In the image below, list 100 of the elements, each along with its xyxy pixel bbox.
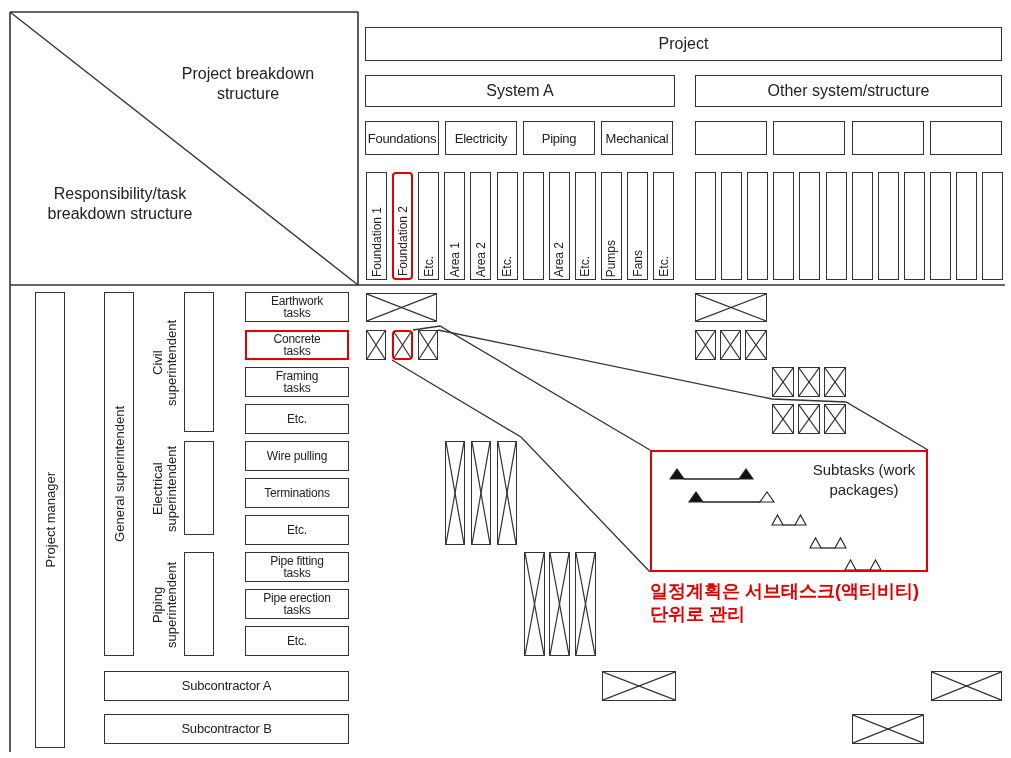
header-box [601, 121, 673, 155]
task-label: Etc. [286, 524, 308, 536]
column-label: Foundation 2 [395, 205, 410, 276]
crossed-cell [824, 367, 846, 397]
header-box [930, 121, 1002, 155]
crossed-cell [798, 367, 820, 397]
column-box [444, 172, 466, 280]
header-label: Mechanical [605, 130, 669, 146]
task-box [245, 626, 349, 656]
task-label: Earthwork tasks [269, 295, 325, 319]
header-box [773, 121, 845, 155]
header-box [695, 75, 1002, 107]
column-box [392, 172, 414, 280]
column-box [522, 172, 544, 280]
column-box [418, 172, 440, 280]
column-label: Etc. [656, 256, 671, 277]
header-box [695, 121, 767, 155]
crossed-cell [445, 441, 465, 545]
column-box [799, 172, 821, 280]
column-box [600, 172, 622, 280]
task-box [245, 292, 349, 322]
crossed-cell [497, 441, 517, 545]
crossed-cell [745, 330, 767, 360]
panel-title: Subtasks (work packages) [811, 460, 917, 500]
column-box [877, 172, 899, 280]
crossed-cell [549, 552, 570, 656]
task-box [104, 671, 349, 701]
column-box [548, 172, 570, 280]
role-label: Piping superintendent [151, 561, 179, 650]
crossed-cell [524, 552, 545, 656]
crossed-cell [695, 293, 767, 322]
crossed-cell [366, 330, 386, 360]
task-label: Terminations [263, 487, 331, 499]
column-box [496, 172, 518, 280]
column-box [982, 172, 1004, 280]
role-label: General superintendent [111, 406, 127, 542]
task-box [245, 478, 349, 508]
header-label: Project [658, 35, 709, 53]
crossed-cell [931, 671, 1002, 701]
column-box [574, 172, 596, 280]
crossed-cell [772, 367, 794, 397]
header-label: Electricity [454, 130, 508, 146]
column-box [721, 172, 743, 280]
zoom-line [437, 329, 929, 451]
header-label: Piping [541, 130, 577, 146]
crossed-cell [720, 330, 741, 360]
column-box [695, 172, 716, 280]
column-box [956, 172, 977, 280]
column-box [366, 172, 387, 280]
task-label: Wire pulling [265, 450, 329, 462]
role-bar [104, 292, 134, 656]
crossed-cell [418, 330, 438, 360]
column-label: Foundation 1 [369, 206, 384, 277]
task-label: Pipe erection tasks [262, 592, 332, 616]
column-label: Etc. [421, 256, 436, 277]
column-label: Etc. [500, 256, 514, 277]
column-label: Pumps [604, 239, 619, 277]
column-box [470, 172, 492, 280]
crossed-cell [392, 330, 413, 360]
header-box [445, 121, 517, 155]
task-box [245, 552, 349, 582]
crossed-cell [575, 552, 596, 656]
column-label: Area 2 [552, 241, 567, 277]
crossed-cell [772, 404, 794, 434]
column-box [653, 172, 675, 280]
zoom-line [391, 359, 651, 573]
task-box [245, 367, 349, 397]
header-label: Other system/structure [767, 82, 930, 100]
column-box [773, 172, 795, 280]
task-label: Subcontractor B [181, 723, 272, 735]
role-label: Project manager [42, 472, 58, 568]
header-label: Project breakdown structure [180, 64, 316, 104]
crossed-cell [602, 671, 676, 701]
header-box [365, 121, 439, 155]
column-label: Fans [630, 250, 645, 277]
column-label: Etc. [578, 256, 593, 277]
column-label: Area 2 [473, 241, 488, 277]
role-label: Electrical superintendent [151, 445, 179, 534]
task-box [245, 404, 349, 434]
header-box [365, 75, 675, 107]
task-box [104, 714, 349, 744]
column-box [929, 172, 951, 280]
role-label: Civil superintendent [151, 319, 179, 408]
task-label: Etc. [286, 413, 308, 425]
role-bar [35, 292, 65, 748]
crossed-cell [695, 330, 716, 360]
task-box [245, 330, 349, 360]
crossed-cell [824, 404, 846, 434]
header-label: Responsibility/task breakdown structure [46, 184, 194, 224]
zoom-line [412, 325, 651, 451]
task-label: Etc. [286, 635, 308, 647]
crossed-cell [471, 441, 491, 545]
column-label: Area 1 [447, 241, 462, 277]
task-label: Subcontractor A [181, 680, 272, 692]
column-box [825, 172, 847, 280]
task-label: Concrete tasks [272, 333, 322, 357]
crossed-cell [798, 404, 820, 434]
header-box [523, 121, 595, 155]
task-box [245, 441, 349, 471]
task-box [245, 589, 349, 619]
